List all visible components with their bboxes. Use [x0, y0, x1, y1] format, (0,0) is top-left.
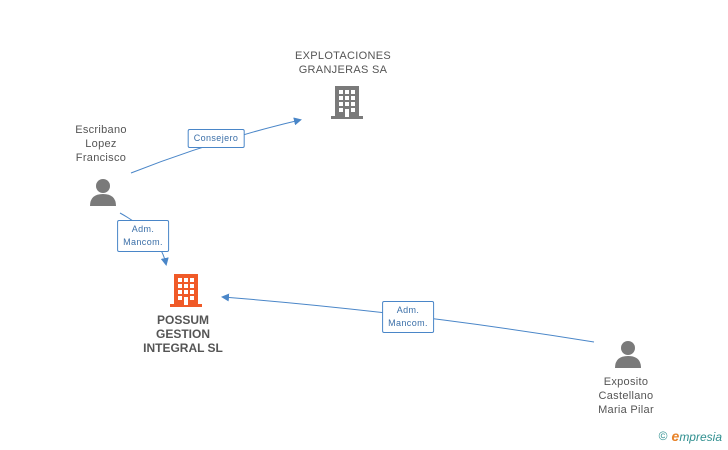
node-label-line: Lopez — [85, 138, 117, 150]
copyright-symbol: © — [658, 429, 668, 443]
edge-label-consejero[interactable]: Consejero — [187, 129, 245, 148]
edge-label-line: Adm. — [396, 305, 420, 315]
empresia-watermark[interactable]: © empresia — [659, 428, 722, 444]
node-label-line: EXPLOTACIONES — [295, 50, 391, 62]
edge-label-line: Consejero — [193, 133, 239, 143]
edge-label-adm-mancom-exposito[interactable]: Adm. Mancom. — [382, 301, 434, 333]
node-label-line: GRANJERAS SA — [298, 64, 388, 76]
node-label-line: INTEGRAL SL — [143, 341, 223, 355]
building-icon-main[interactable] — [170, 272, 202, 308]
node-label-line: POSSUM — [156, 313, 209, 327]
node-label-escribano[interactable]: Escribano Lopez Francisco — [75, 123, 127, 165]
node-label-line: GESTION — [155, 327, 210, 341]
node-label-possum[interactable]: POSSUM GESTION INTEGRAL SL — [143, 313, 223, 355]
building-icon[interactable] — [331, 84, 363, 120]
node-label-line: Maria Pilar — [598, 404, 654, 416]
node-label-exposito[interactable]: Exposito Castellano Maria Pilar — [598, 375, 654, 417]
edge-label-line: Mancom. — [388, 318, 428, 328]
node-label-line: Escribano — [75, 124, 127, 136]
node-label-line: Exposito — [603, 376, 649, 388]
person-icon[interactable] — [89, 178, 117, 206]
brand-logo-e: e — [671, 428, 680, 444]
node-label-explotaciones[interactable]: EXPLOTACIONES GRANJERAS SA — [295, 49, 391, 77]
edge-label-line: Adm. — [131, 224, 155, 234]
edge-label-line: Mancom. — [123, 237, 163, 247]
brand-logo-text: mpresia — [679, 430, 722, 444]
node-label-line: Francisco — [75, 152, 127, 164]
brand-logo: empresia — [672, 428, 722, 444]
person-icon[interactable] — [614, 340, 642, 368]
edge-label-adm-mancom-escribano[interactable]: Adm. Mancom. — [117, 220, 169, 252]
node-label-line: Castellano — [598, 390, 654, 402]
